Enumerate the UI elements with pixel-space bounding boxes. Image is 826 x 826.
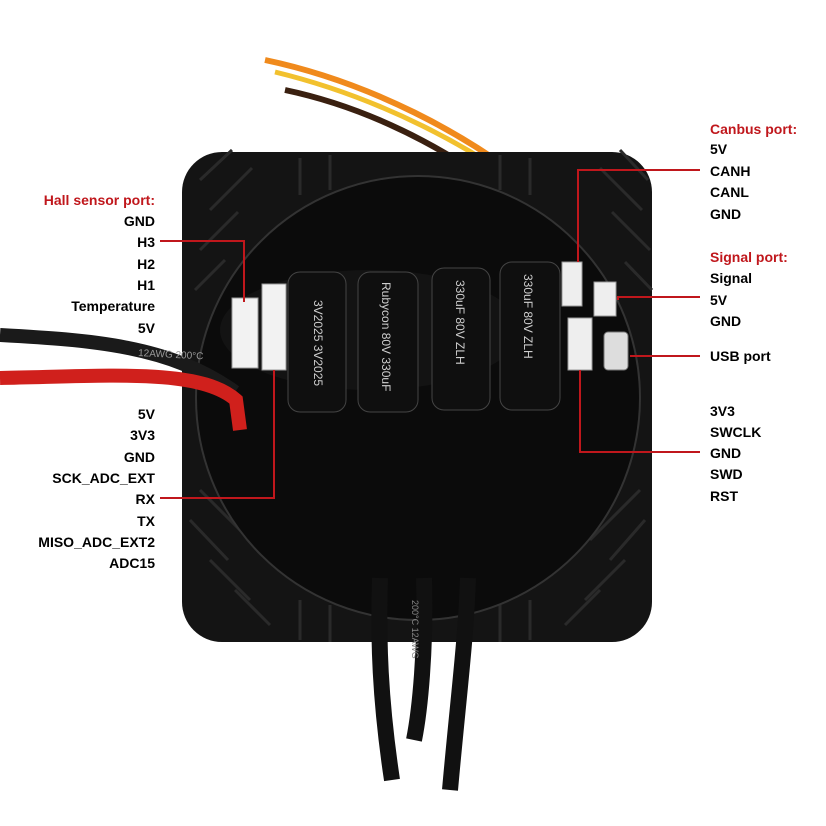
phase-wire-marking: 200°C 12AWG — [410, 600, 420, 659]
cap-1-text: 3V2025 3V2025 — [311, 300, 325, 386]
canbus-pin-5v: 5V — [710, 141, 728, 157]
wire-red-power — [0, 368, 247, 431]
canbus-connector — [561, 261, 583, 307]
leader-lines — [160, 169, 700, 499]
comm-pin-sck: SCK_ADC_EXT — [52, 470, 155, 486]
canbus-pin-canl: CANL — [710, 184, 749, 200]
comm-connector — [261, 283, 287, 371]
hall-pin-h3: H3 — [137, 234, 155, 250]
comm-pin-3v3: 3V3 — [130, 427, 155, 443]
leader-signal — [617, 296, 700, 300]
signal-pin-signal: Signal — [710, 270, 753, 286]
wire-marking-text: 12AWG 200°C — [138, 348, 204, 362]
comm-pin-rx: RX — [135, 491, 155, 507]
canbus-pin-canh: CANH — [710, 163, 751, 179]
hall-pin-gnd: GND — [123, 213, 155, 229]
signal-title: Signal port: — [710, 249, 788, 265]
swd-pin-swd: SWD — [710, 466, 743, 482]
comm-pin-gnd: GND — [123, 449, 155, 465]
leader-swd — [579, 370, 700, 453]
leader-hall — [160, 240, 245, 302]
swd-connector — [567, 317, 593, 371]
hall-pin-h2: H2 — [137, 256, 155, 272]
phase-wire-2 — [406, 577, 433, 742]
canbus-title: Canbus port: — [710, 121, 798, 137]
hall-connector — [231, 297, 259, 369]
leader-canbus — [577, 169, 700, 262]
swd-pin-rst: RST — [710, 488, 738, 504]
signal-connector — [593, 281, 617, 317]
hall-pin-h1: H1 — [137, 277, 155, 293]
cap-4-text: 330uF 80V ZLH — [521, 274, 535, 359]
canbus-pin-gnd: GND — [710, 206, 742, 222]
phase-wire-1 — [371, 577, 400, 782]
comm-pin-5v: 5V — [137, 406, 155, 422]
swd-pin-3v3: 3V3 — [710, 403, 735, 419]
comm-pin-tx: TX — [137, 513, 155, 529]
usb-connector — [603, 331, 629, 371]
comm-pin-miso: MISO_ADC_EXT2 — [38, 534, 155, 550]
phase-wire-3 — [442, 577, 476, 791]
cap-2-text: Rubycon 80V 330uF — [379, 282, 393, 391]
swd-pin-swclk: SWCLK — [710, 424, 762, 440]
signal-pin-gnd: GND — [710, 313, 742, 329]
comm-pin-adc15: ADC15 — [109, 555, 155, 571]
swd-pin-gnd: GND — [710, 445, 742, 461]
hall-sensor-title: Hall sensor port: — [43, 192, 155, 208]
wire-black-power — [0, 328, 240, 398]
signal-pin-5v: 5V — [710, 292, 728, 308]
usb-port-label: USB port — [710, 348, 771, 364]
hall-pin-5v: 5V — [137, 320, 155, 336]
cap-3-text: 330uF 80V ZLH — [453, 280, 467, 365]
hall-pin-temperature: Temperature — [71, 298, 155, 314]
capacitor-bank — [287, 261, 561, 413]
leader-comm — [160, 370, 275, 499]
